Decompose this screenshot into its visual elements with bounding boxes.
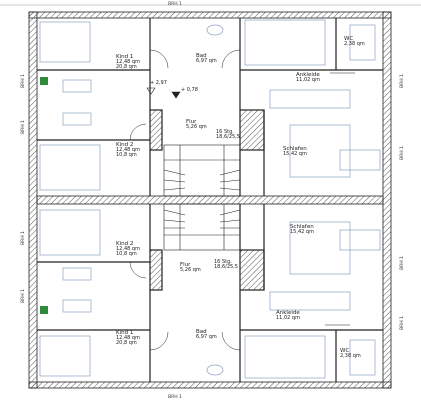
brh-label-left-3: BRH 1 [20, 231, 26, 245]
room-area-flur: 5,26 qm [186, 124, 207, 130]
brh-marks-left: BRH 1 BRH 1 BRH 1 BRH 1 [20, 74, 26, 303]
level-mark-2: + 0,78 [181, 87, 198, 93]
room-name-flur: Flur [180, 262, 191, 268]
brh-label-right-1: BRH 1 [399, 74, 405, 88]
room-name-kind1: Kind 1 [116, 54, 133, 60]
room-name-kind2: Kind 2 [116, 241, 133, 247]
level-marker-icon [146, 87, 156, 95]
room-area-kind1: 12,48 qm [116, 335, 140, 341]
interior-walls [37, 18, 383, 382]
stair-dim: 18,6/25,5 [214, 264, 238, 270]
room-name-flur: Flur [186, 119, 197, 125]
stair-label: 16 Stg. [216, 129, 234, 135]
brh-marks-right: BRH 1 BRH 1 BRH 1 BRH 1 [399, 74, 405, 330]
exit-signs [40, 77, 48, 314]
stair-lower [163, 203, 241, 251]
brh-label-right-3: BRH 1 [399, 256, 405, 270]
room-area-bad: 6,97 qm [196, 334, 217, 340]
exit-sign-icon [40, 306, 48, 314]
brh-label-right-4: BRH 1 [399, 316, 405, 330]
dimension-arrows [146, 72, 355, 326]
room-area2-kind1: 20,8 qm [116, 64, 137, 70]
brh-label-left-2: BRH 1 [20, 120, 26, 134]
room-name-schlafen: Schlafen [283, 146, 307, 152]
room-area2-kind1: 20,8 qm [116, 340, 137, 346]
room-name-bad: Bad [196, 329, 207, 335]
room-area-wc: 2,38 qm [340, 353, 361, 359]
stair-upper [163, 144, 241, 197]
room-area-bad: 6,97 qm [196, 58, 217, 64]
brh-label-top: BRH 1 [168, 1, 182, 7]
room-area-schlafen: 15,42 qm [283, 151, 307, 157]
brh-label-right-2: BRH 1 [399, 146, 405, 160]
room-area-ankleide: 11,02 qm [276, 315, 300, 321]
furniture [39, 19, 381, 379]
level-marker-icon [171, 91, 181, 99]
room-area2-kind2: 10,8 qm [116, 152, 137, 158]
room-area2-kind2: 10,8 qm [116, 251, 137, 257]
level-mark-1: + 2,97 [150, 80, 167, 86]
room-area-kind2: 12,48 qm [116, 246, 140, 252]
room-name-kind1: Kind 1 [116, 330, 133, 336]
door-swings [129, 49, 241, 351]
room-name-schlafen: Schlafen [290, 224, 314, 230]
room-area-kind1: 12,48 qm [116, 59, 140, 65]
room-area-ankleide: 11,02 qm [296, 77, 320, 83]
brh-label-bottom: BRH 1 [168, 394, 182, 400]
room-name-wc: WC [344, 36, 353, 42]
exit-sign-icon [40, 77, 48, 85]
brh-label-left-1: BRH 1 [20, 74, 26, 88]
room-name-bad: Bad [196, 53, 207, 59]
brh-label-left-4: BRH 1 [20, 289, 26, 303]
outer-walls [28, 11, 392, 389]
room-area-kind2: 12,48 qm [116, 147, 140, 153]
room-name-kind2: Kind 2 [116, 142, 133, 148]
room-area-wc: 2,38 qm [344, 41, 365, 47]
stair-label: 16 Stg. [214, 259, 232, 265]
room-area-schlafen: 15,42 qm [290, 229, 314, 235]
room-name-ankleide: Ankleide [276, 310, 300, 316]
upper-unit-labels: Kind 1 12,48 qm 20,8 qm Bad 6,97 qm WC 2… [116, 36, 365, 158]
room-name-wc: WC [340, 348, 349, 354]
room-area-flur: 5,26 qm [180, 267, 201, 273]
lower-unit-labels: Kind 2 12,48 qm 10,8 qm Schlafen 15,42 q… [116, 224, 361, 359]
room-name-ankleide: Ankleide [296, 72, 320, 78]
stair-dim: 18,6/25,5 [216, 134, 240, 140]
